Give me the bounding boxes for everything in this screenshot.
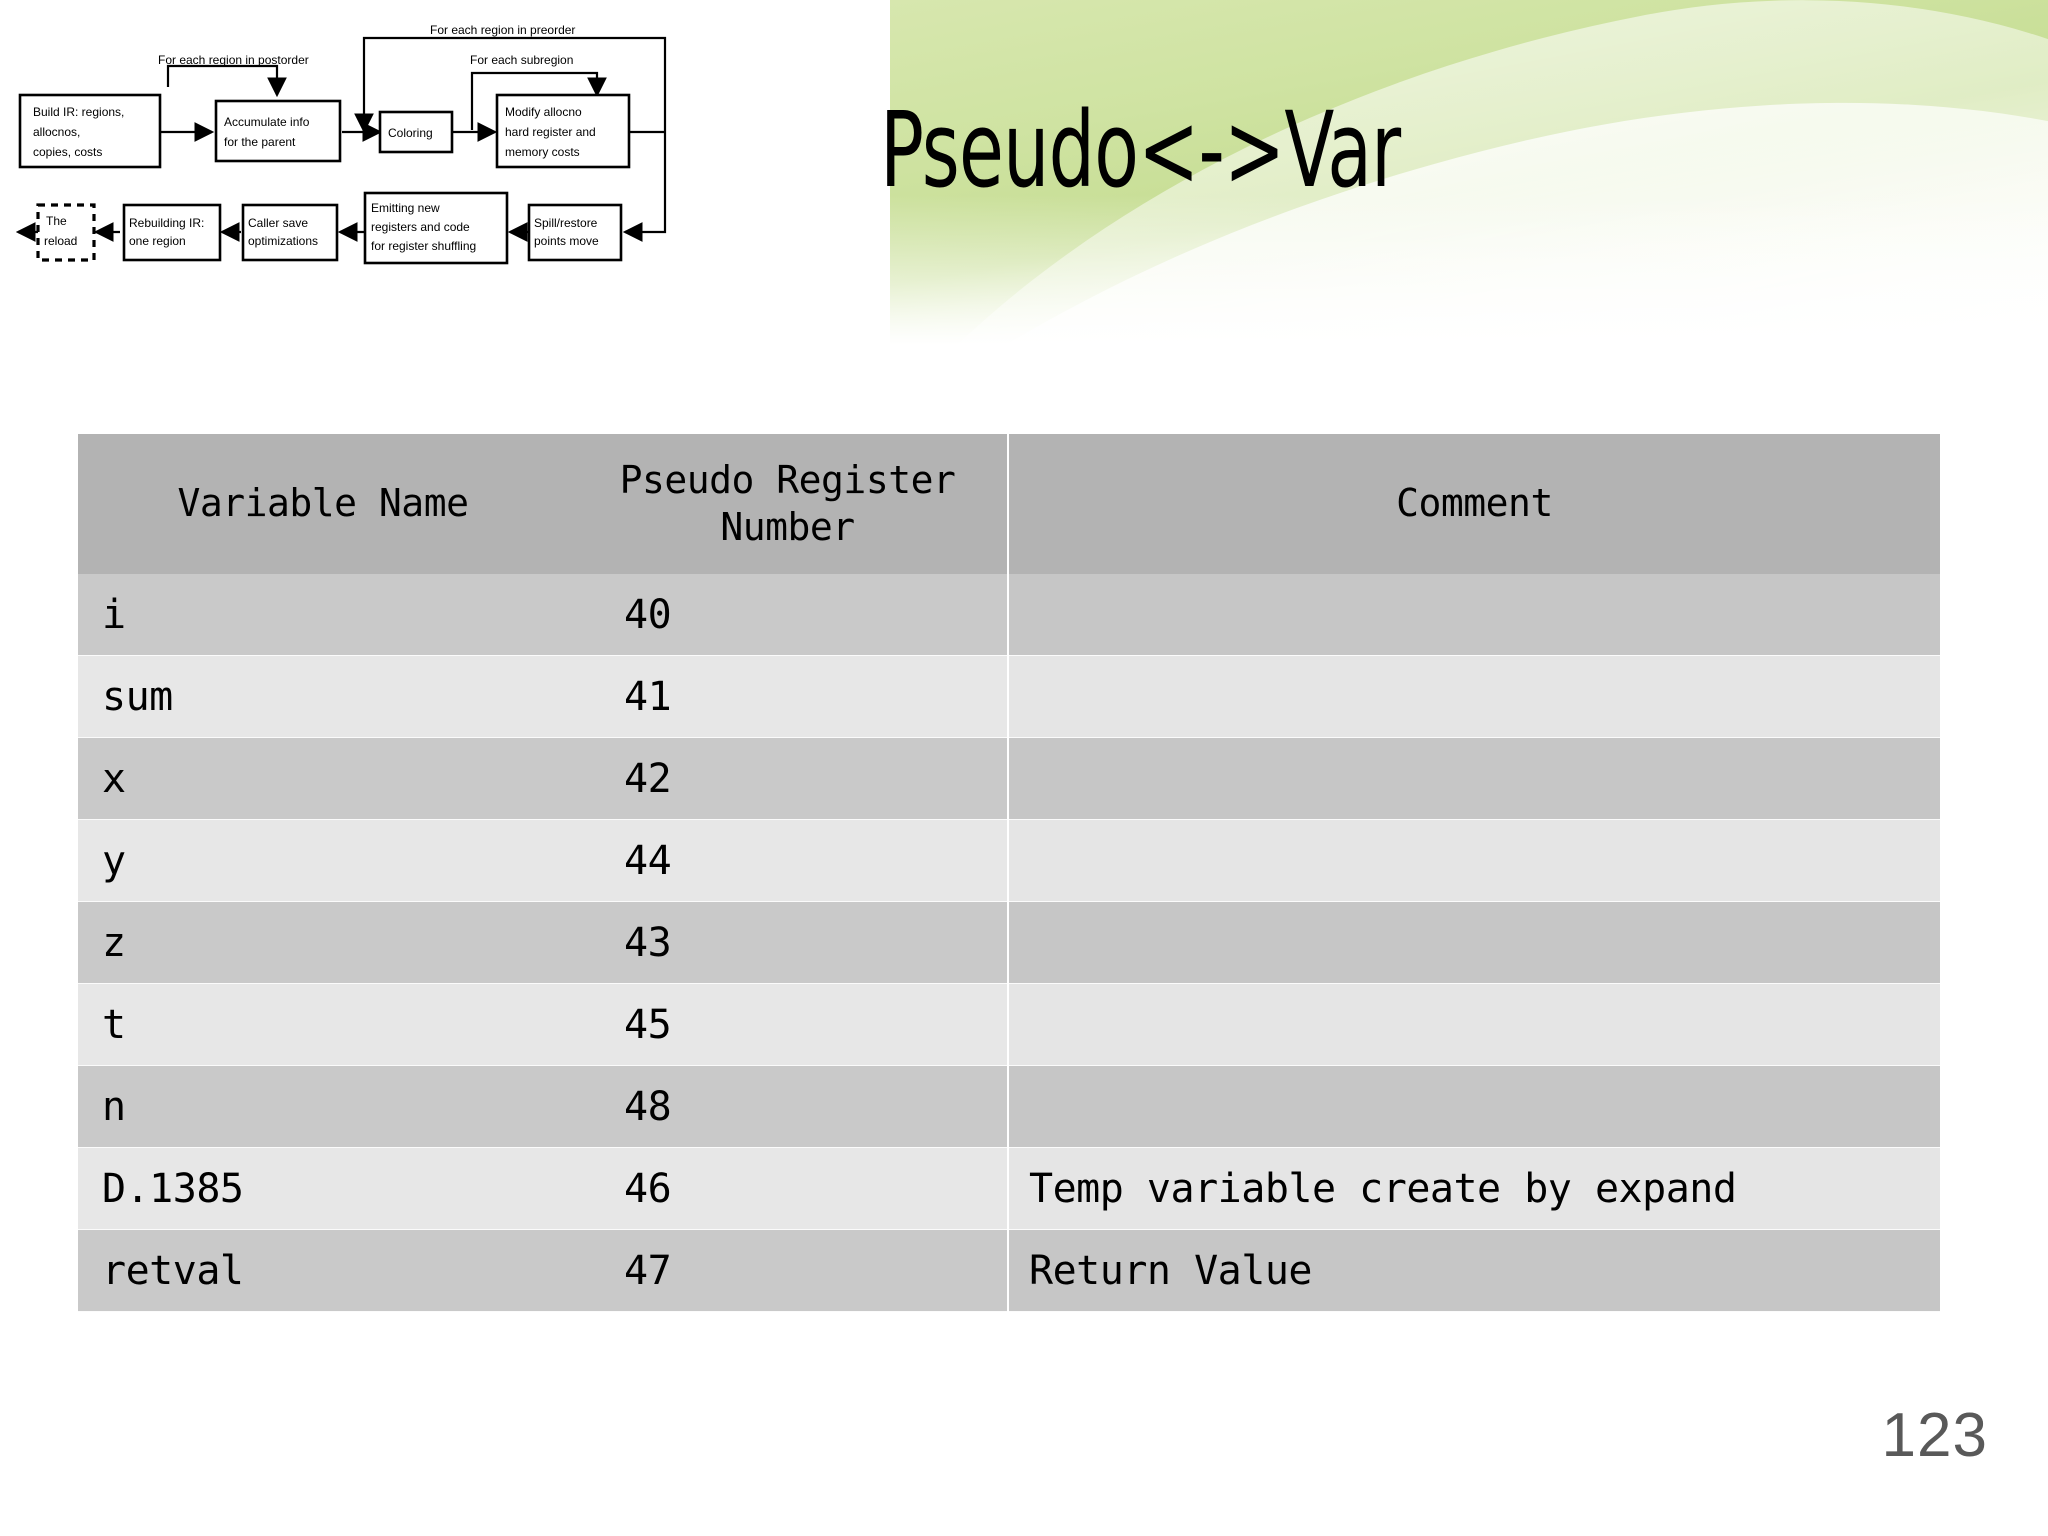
cell-pseudo-register-number: 41 [568,656,1008,738]
cell-pseudo-register-number: 40 [568,574,1008,656]
svg-text:for the parent: for the parent [224,135,296,149]
flow-label-subregion: For each subregion [470,53,573,67]
page-title: Pseudo<->Var [880,89,1401,211]
cell-comment: Return Value [1007,1230,1940,1312]
cell-comment [1007,656,1940,738]
cell-variable-name: n [78,1066,568,1148]
svg-text:for register shuffling: for register shuffling [371,239,476,253]
flow-node-rebuilding: Rebuilding IR: [129,216,204,230]
svg-text:one region: one region [129,234,186,248]
title-banner [890,0,2048,345]
svg-text:memory costs: memory costs [505,145,580,159]
banner-bottom-fade [890,195,2048,345]
cell-variable-name: t [78,984,568,1066]
cell-pseudo-register-number: 45 [568,984,1008,1066]
cell-pseudo-register-number: 42 [568,738,1008,820]
svg-text:reload: reload [44,234,77,248]
cell-pseudo-register-number: 46 [568,1148,1008,1230]
svg-text:optimizations: optimizations [248,234,318,248]
column-header-variable-name: Variable Name [78,434,568,574]
cell-variable-name: i [78,574,568,656]
cell-comment [1007,574,1940,656]
table-header: Variable Name Pseudo Register Number Com… [78,434,1940,574]
cell-variable-name: retval [78,1230,568,1312]
flow-node-build-ir: Build IR: regions, [33,105,124,119]
cell-pseudo-register-number: 48 [568,1066,1008,1148]
column-header-line2: Number [720,505,855,549]
flow-node-emitting: Emitting new [371,201,440,215]
cell-comment [1007,820,1940,902]
cell-comment [1007,738,1940,820]
cell-variable-name: x [78,738,568,820]
flow-node-accumulate: Accumulate info [224,115,310,129]
cell-pseudo-register-number: 44 [568,820,1008,902]
cell-variable-name: sum [78,656,568,738]
column-header-line1: Pseudo Register [619,457,956,502]
cell-variable-name: z [78,902,568,984]
flow-label-postorder: For each region in postorder [158,53,309,67]
flow-node-modify: Modify allocno [505,105,582,119]
svg-text:hard register and: hard register and [505,125,596,139]
svg-text:allocnos,: allocnos, [33,125,80,139]
flow-node-caller-save: Caller save [248,216,308,230]
column-header-pseudo-register-number: Pseudo Register Number [568,434,1008,574]
svg-text:points move: points move [534,234,599,248]
cell-variable-name: y [78,820,568,902]
table-header-row: Variable Name Pseudo Register Number Com… [78,434,1940,574]
flow-node-coloring: Coloring [388,126,433,140]
svg-text:copies, costs: copies, costs [33,145,102,159]
cell-comment [1007,984,1940,1066]
svg-text:registers and code: registers and code [371,220,470,234]
cell-pseudo-register-number: 47 [568,1230,1008,1312]
page-number: 123 [1881,1401,1988,1470]
cell-variable-name: D.1385 [78,1148,568,1230]
cell-pseudo-register-number: 43 [568,902,1008,984]
cell-comment [1007,902,1940,984]
cell-comment [1007,1066,1940,1148]
flow-node-reload: The [46,214,67,228]
column-header-comment: Comment [1007,434,1940,574]
cell-comment: Temp variable create by expand [1007,1148,1940,1230]
flow-node-spill: Spill/restore [534,216,598,230]
ira-pipeline-flowchart: For each region in postorder For each re… [0,0,700,300]
flow-label-preorder: For each region in preorder [430,23,575,37]
pseudo-register-table: Variable Name Pseudo Register Number Com… [78,434,1940,1312]
